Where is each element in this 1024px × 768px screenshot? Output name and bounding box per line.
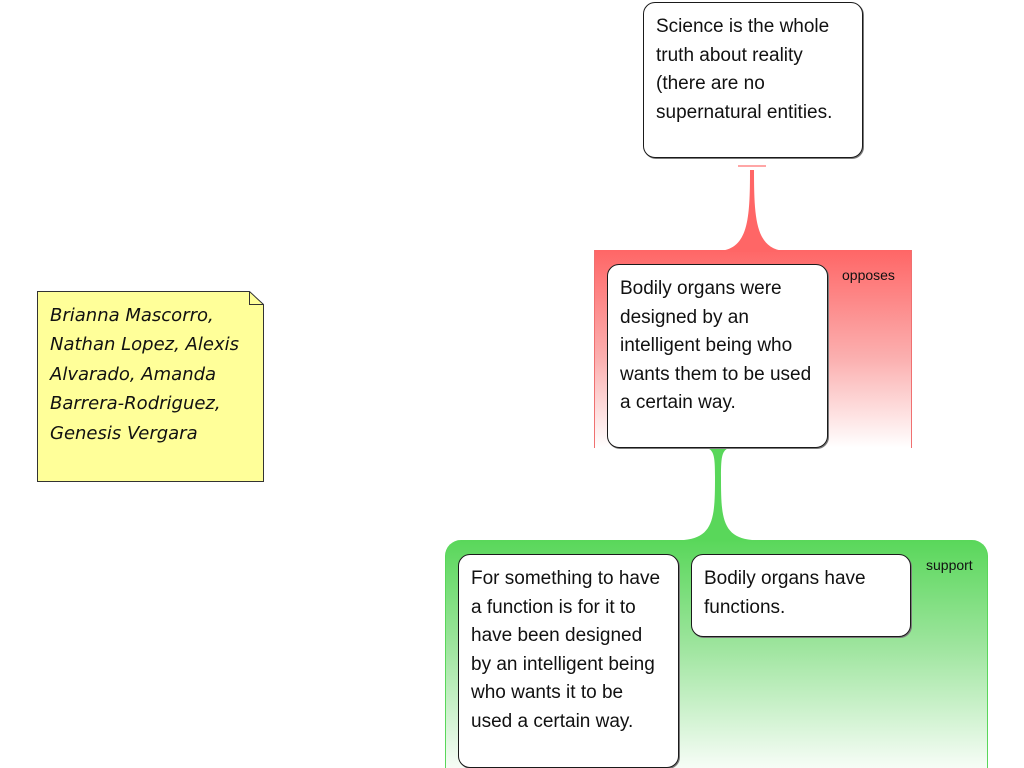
opposes-connector <box>720 170 784 252</box>
sticky-note-shape <box>37 291 264 482</box>
sticky-note[interactable]: Brianna Mascorro, Nathan Lopez, Alexis A… <box>37 291 264 482</box>
sticky-note-fold-icon <box>249 291 264 305</box>
support-connector <box>684 447 752 541</box>
claim-node-science-truth[interactable]: Science is the whole truth about reality… <box>643 2 863 158</box>
premise-node-function-definition[interactable]: For something to have a function is for … <box>458 554 679 768</box>
opposes-connector-stem <box>720 170 784 252</box>
sticky-note-text: Brianna Mascorro, Nathan Lopez, Alexis A… <box>50 305 239 444</box>
opposes-label: opposes <box>842 267 895 283</box>
premise-node-organs-functions[interactable]: Bodily organs have functions. <box>691 554 911 637</box>
support-label: support <box>926 557 973 573</box>
claim-node-organs-designed[interactable]: Bodily organs were designed by an intell… <box>607 264 828 448</box>
opposes-connector-marker <box>738 165 766 167</box>
support-connector-stem <box>684 447 752 541</box>
